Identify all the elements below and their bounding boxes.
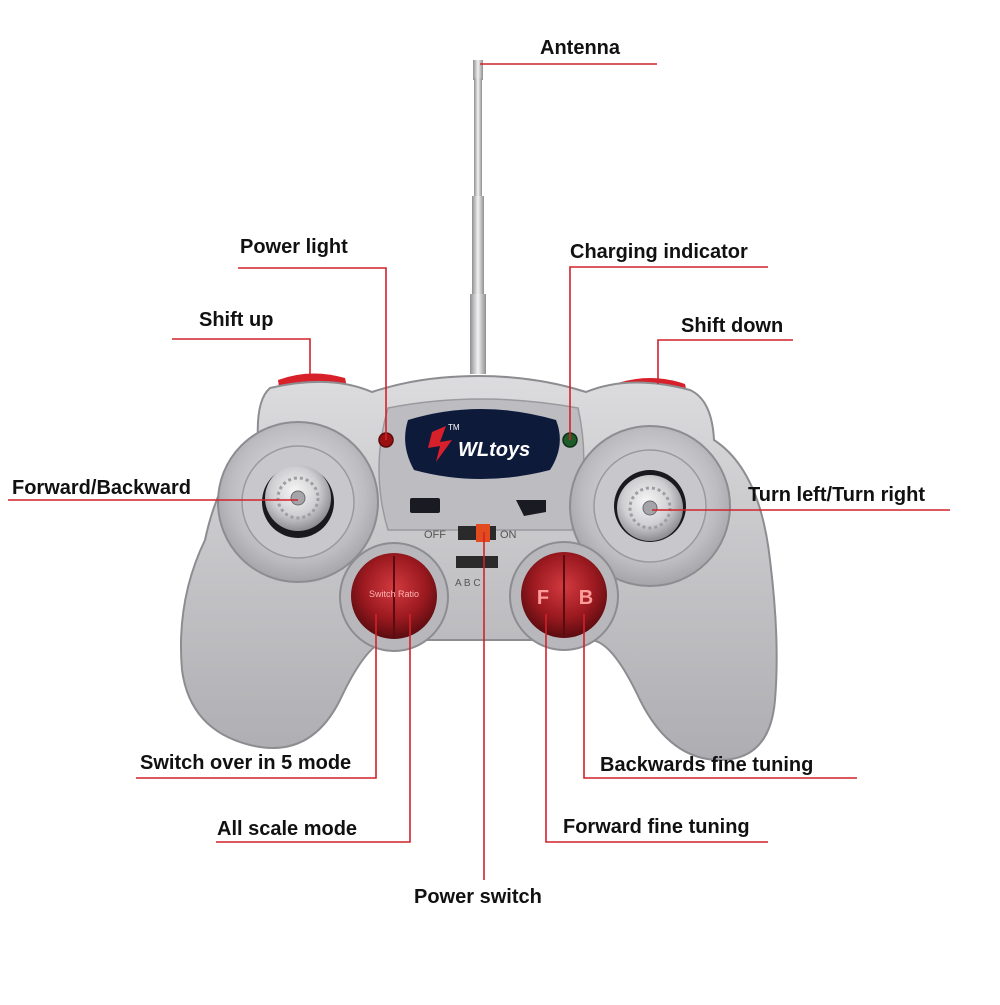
shift-down-leader (658, 340, 793, 384)
label-backwards-fine: Backwards fine tuning (600, 755, 813, 775)
shift-up-leader (172, 339, 310, 378)
brand-logo: WLtoys (458, 439, 530, 461)
left-button-text: Switch Ratio (369, 589, 419, 599)
label-charging-indicator: Charging indicator (570, 242, 748, 262)
label-shift-down: Shift down (681, 316, 783, 336)
right-joystick-center (643, 501, 657, 515)
label-shift-up: Shift up (199, 310, 273, 330)
trademark-mark: TM (448, 423, 460, 432)
small-button-left (410, 498, 440, 513)
antenna-tip (473, 60, 483, 80)
label-turn-left-right: Turn left/Turn right (748, 485, 925, 505)
label-power-light: Power light (240, 237, 348, 257)
right-red-button: F B (510, 542, 618, 650)
label-power-switch: Power switch (414, 887, 542, 907)
switch-on-label: ON (500, 529, 517, 541)
antenna-segment-1 (474, 78, 482, 198)
power-switch-slider (476, 524, 490, 542)
label-switch-over: Switch over in 5 mode (140, 753, 351, 773)
label-antenna: Antenna (540, 38, 620, 58)
right-button-b: B (579, 587, 593, 609)
antenna (470, 60, 486, 374)
switch-off-label: OFF (424, 529, 446, 541)
left-joystick (218, 422, 378, 582)
left-red-button: Switch Ratio (340, 543, 448, 651)
label-forward-backward: Forward/Backward (12, 478, 191, 498)
antenna-segment-2 (472, 196, 484, 296)
mode-letters: A B C (455, 578, 481, 589)
antenna-segment-3 (470, 294, 486, 374)
label-forward-fine: Forward fine tuning (563, 817, 750, 837)
left-joystick-center (291, 491, 305, 505)
label-all-scale: All scale mode (217, 819, 357, 839)
mode-switch-track (456, 556, 498, 568)
right-button-f: F (537, 587, 549, 609)
